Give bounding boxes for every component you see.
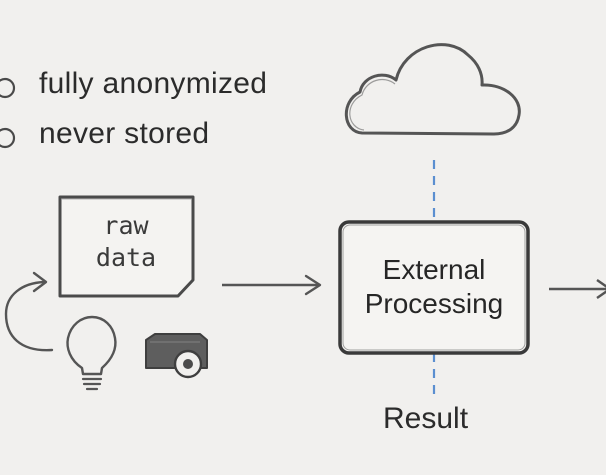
raw-data-card: raw data	[62, 210, 190, 274]
camera-icon	[145, 333, 208, 379]
bullet-circle-2	[0, 127, 16, 149]
raw-data-line2: data	[95, 243, 157, 272]
processing-title-line2: Processing	[364, 288, 504, 319]
result-label: Result	[383, 402, 469, 435]
processing-box: External Processing	[340, 253, 528, 321]
raw-data-line1: raw	[103, 211, 149, 240]
lightbulb-icon	[66, 315, 117, 391]
feedback-arrow	[4, 271, 54, 352]
processing-box-shape	[338, 220, 530, 355]
bullet-circle-1	[0, 77, 16, 99]
arrow-processing-to-output	[549, 279, 606, 299]
processing-title-line1: External	[382, 254, 486, 285]
raw-data-card-shape	[58, 195, 195, 298]
cloud-icon	[344, 43, 521, 136]
bullet-label-never-stored: never stored	[39, 117, 210, 150]
arrow-card-to-processing	[222, 274, 322, 296]
bullet-label-anonymized: fully anonymized	[39, 67, 268, 100]
